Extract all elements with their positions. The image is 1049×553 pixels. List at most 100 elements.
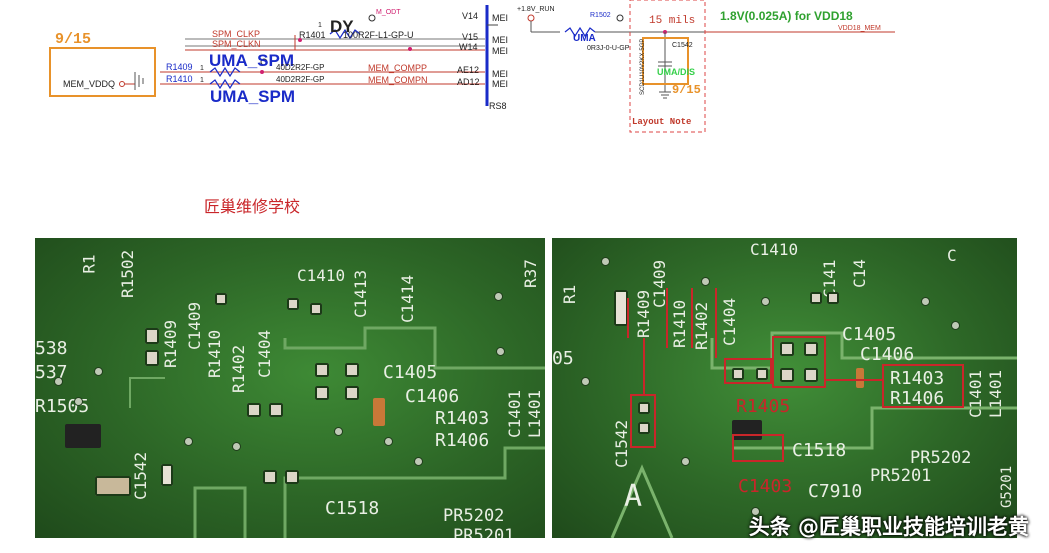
vdd18-title: 1.8V(0.025A) for VDD18: [720, 9, 853, 23]
pcb-traces-left: [129, 326, 545, 538]
silk-label: C1410: [297, 266, 346, 285]
layout-note-box: [629, 0, 706, 133]
r1401-label: R1401: [299, 30, 326, 40]
via: [75, 398, 82, 405]
r1502-value: 0R3J-0-U-GP: [587, 45, 630, 52]
via: [185, 438, 192, 445]
via: [335, 428, 342, 435]
silk-label: 05: [552, 348, 574, 369]
pcb-photo-right: R1 R1409 C1409 R1410 R1402 C1404 C1410 C…: [552, 238, 1017, 538]
silk-label: PR5201: [453, 526, 515, 539]
ic-pin-label: MEI: [492, 69, 509, 79]
mem-vddq-highlight-box: [49, 47, 156, 97]
r1410-value: 40D2R2F-GP: [276, 75, 325, 84]
watermark: 头条 @匠巢职业技能培训老黄: [748, 515, 1029, 539]
solder-pad: [145, 328, 159, 344]
solder-pad: [145, 350, 159, 366]
solder-pad: [804, 342, 818, 356]
silk-label: A: [624, 479, 643, 514]
ic-pin-label: MEI: [492, 35, 509, 45]
silk-label: C1409: [185, 301, 204, 350]
highlight-c1542: [630, 394, 656, 448]
via: [602, 258, 609, 265]
silk-label: C1405: [842, 324, 897, 345]
resistor-part: [614, 290, 628, 326]
silk-label: PR5202: [910, 448, 972, 468]
solder-pad: [732, 368, 744, 380]
pin-w14: W14: [459, 42, 478, 52]
silk-label: C: [947, 246, 957, 265]
page-ref-left: 9/15: [55, 31, 92, 48]
solder-pad: [827, 292, 839, 304]
solder-pad: [638, 402, 650, 414]
silk-label: C1406: [405, 386, 460, 407]
highlight-label-c1403: C1403: [738, 476, 793, 497]
ic-name-label: RS8: [489, 101, 507, 111]
silk-label: C1410: [750, 240, 799, 259]
pin-ae12: AE12: [457, 65, 480, 75]
r1502-label: R1502: [590, 12, 611, 19]
net-m-odt: M_ODT: [376, 9, 401, 16]
solder-pad: [285, 470, 299, 484]
c1542-label: C1542: [672, 42, 693, 49]
silk-label: R1403: [890, 368, 945, 389]
capacitor-part: [373, 398, 385, 426]
solder-pad: [780, 368, 794, 382]
solder-pad: [780, 342, 794, 356]
net-spm-clkp: SPM_CLKP: [212, 29, 261, 39]
highlight-c1405: [772, 336, 826, 388]
silk-label: C1401: [505, 389, 524, 438]
pin-number: 1: [200, 65, 204, 72]
uma-dis-label: UMA/DIS: [657, 67, 695, 77]
net-mem-vddq: MEM_VDDQ: [63, 79, 116, 89]
solder-pad: [95, 476, 131, 496]
silk-label: R1502: [118, 249, 137, 298]
solder-pad: [263, 470, 277, 484]
solder-pad: [638, 422, 650, 434]
silk-label: R1: [79, 254, 99, 274]
schematic-strip: 9/15 MEM_VDDQ DY 1 M_ODT R1401 100R2F-L1…: [0, 0, 1049, 140]
silk-label: C1518: [325, 498, 380, 519]
silk-label: C7910: [808, 481, 863, 502]
pcb-traces-right: [610, 331, 1017, 538]
solder-pad: [247, 403, 261, 417]
solder-pad: [215, 293, 227, 305]
silk-label: PR5201: [870, 466, 932, 486]
silk-label: R37: [521, 259, 540, 288]
solder-pad: [269, 403, 283, 417]
layout-note-label: Layout Note: [632, 117, 692, 127]
silk-label: C1405: [383, 362, 438, 383]
uma-label: UMA: [573, 33, 596, 44]
silk-label: C1404: [255, 329, 274, 378]
silk-label: C1542: [131, 451, 150, 500]
via: [922, 298, 929, 305]
smd-component: [65, 424, 101, 448]
ic-pin-label: MEI: [492, 46, 509, 56]
schematic-wires: [49, 0, 895, 133]
via: [952, 322, 959, 329]
via: [495, 293, 502, 300]
silk-label: C1518: [792, 440, 847, 461]
via: [233, 443, 240, 450]
highlight-label-r1405: R1405: [736, 396, 791, 417]
silk-label: R1406: [890, 388, 945, 409]
uma-spm-label-bottom: UMA_SPM: [210, 87, 296, 106]
via: [582, 378, 589, 385]
pin-number: 1: [200, 77, 204, 84]
highlight-connectors: [627, 288, 882, 394]
pin-v14: V14: [462, 11, 479, 21]
solder-pad: [756, 368, 768, 380]
trace-width-note: 15 mils: [649, 15, 696, 27]
solder-pad: [345, 386, 359, 400]
c1542-highlight-box: [642, 37, 689, 85]
silk-label: R1403: [435, 408, 490, 429]
pin-v15: V15: [462, 32, 479, 42]
c1542-value: SCD1U10V2KX-5GP: [640, 38, 646, 95]
silk-label: 538: [35, 338, 68, 359]
r1401-value: 100R2F-L1-GP-U: [343, 30, 414, 40]
highlight-r1405: [724, 358, 772, 384]
via: [497, 348, 504, 355]
solder-pad: [315, 363, 329, 377]
solder-pad: [810, 292, 822, 304]
solder-pad: [310, 303, 322, 315]
